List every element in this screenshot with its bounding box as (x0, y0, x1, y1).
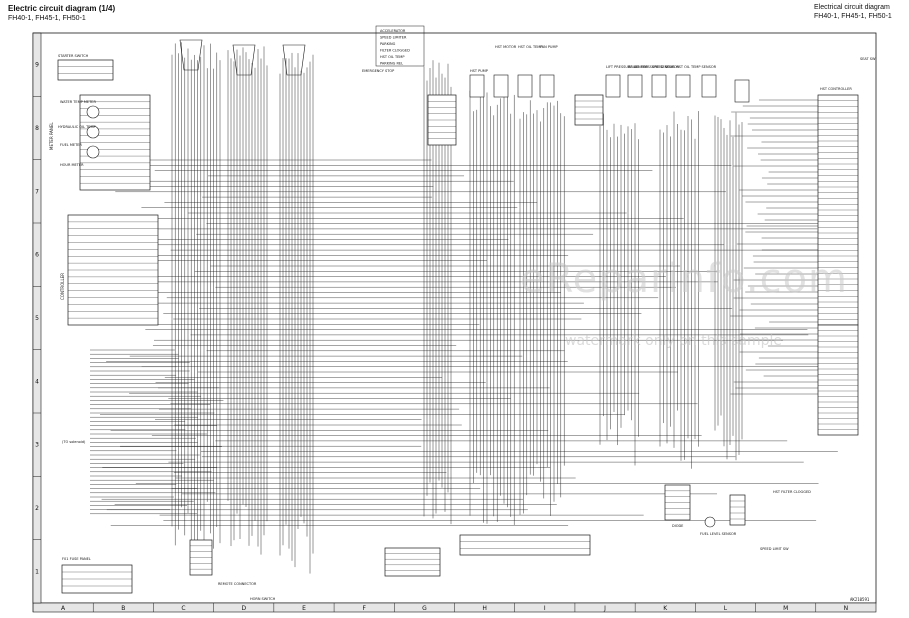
sensor-symbol (651, 74, 667, 98)
legend-item: FILTER CLOGGED (380, 49, 410, 53)
watermark-subtext: watermark only on this sample (565, 333, 783, 349)
fuel-sensor-symbol (704, 516, 716, 528)
component-blocks (57, 39, 859, 594)
label-hst-motor: HST MOTOR (495, 45, 517, 49)
valve-block (574, 94, 604, 126)
label-hst-pump: HST PUMP (470, 69, 488, 73)
sensor-symbol (701, 74, 717, 98)
column-label: C (181, 605, 185, 612)
main-connector-block (459, 534, 591, 556)
column-label: L (724, 605, 728, 612)
label-f01-fuse-panel: F01 FUSE PANEL (62, 557, 91, 561)
label-fuel-level-sensor: FUEL LEVEL SENSOR (700, 532, 737, 536)
label-speed-sensor: SPEED SENSOR (652, 65, 680, 69)
page-title: Electric circuit diagram (1/4) (8, 4, 116, 13)
column-label: E (302, 605, 306, 612)
label-hst-filter-clogged: HST FILTER CLOGGED (773, 490, 811, 494)
row-label: 5 (35, 315, 39, 322)
sensor-symbol (734, 79, 750, 103)
label-fuel-meter: FUEL METER (60, 143, 82, 147)
label-remote-connector: REMOTE CONNECTOR (218, 582, 257, 586)
page-title-right: Electrical circuit diagram (814, 4, 890, 11)
label-lift-pressure-sensor: LIFT PRESSURE SENSOR (606, 65, 649, 69)
sensor-symbol (469, 74, 485, 98)
column-label: K (663, 605, 668, 612)
column-label: D (241, 605, 246, 612)
label-water-temp-meter: WATER TEMP METER (60, 100, 96, 104)
row-label: 2 (35, 505, 39, 512)
model-subtitle-right: FH40-1, FH45-1, FH50-1 (814, 13, 892, 20)
legend-item: ACCELERATOR (380, 29, 406, 33)
label-hst-oil-temp-sensor: HST OIL TEMP SENSOR (676, 65, 717, 69)
label-starter-switch: STARTER SWITCH (58, 54, 89, 58)
label-emergency-stop: EMERGENCY STOP (362, 69, 394, 73)
label-hst-oil-temp: HST OIL TEMP (518, 45, 542, 49)
gauge-symbol (86, 105, 100, 119)
sensor-symbol (517, 74, 533, 98)
row-label: 7 (35, 188, 39, 195)
harness-fan (282, 44, 306, 76)
sensor-symbol (627, 74, 643, 98)
row-label: 3 (35, 442, 39, 449)
label-controller: CONTROLLER (60, 273, 65, 300)
column-label: J (603, 605, 606, 612)
column-label: F (362, 605, 366, 612)
row-label: 1 (35, 568, 39, 575)
label-horn-switch: HORN SWITCH (250, 597, 276, 601)
gauge-symbol (86, 145, 100, 159)
row-label: 9 (35, 62, 39, 69)
harness-fan (179, 39, 203, 71)
sensor-symbol (675, 74, 691, 98)
label-hydraulic-oil-temp: HYDRAULIC OIL TEMP (58, 125, 96, 129)
sensor-symbol (539, 74, 555, 98)
column-label: A (61, 605, 66, 612)
label-fan-pump: FAN PUMP (540, 45, 558, 49)
legend-item: PARKING REL (380, 62, 403, 66)
legend-item: HST OIL TEMP (380, 55, 404, 59)
legend-box (375, 25, 425, 67)
row-label: 8 (35, 125, 39, 132)
document-code: AK210591 (850, 597, 870, 602)
label-hour-meter: HOUR METER (60, 163, 84, 167)
column-label: N (844, 605, 849, 612)
label-in-to-solenoid: (TO solenoid) (62, 440, 86, 444)
sensor-symbol (493, 74, 509, 98)
sensor-symbol (605, 74, 621, 98)
gauge-symbol (86, 125, 100, 139)
column-label: B (121, 605, 125, 612)
connector-block-g (384, 547, 441, 577)
wire-network (90, 42, 838, 574)
column-label: I (544, 605, 546, 612)
column-label: G (422, 605, 427, 612)
label-hst-controller: HST CONTROLLER (820, 87, 852, 91)
column-label: H (482, 605, 487, 612)
row-label: 6 (35, 252, 39, 259)
legend-item: SPEED LIMITER (380, 36, 407, 40)
component-labels: STARTER SWITCH WATER TEMP METER HYDRAULIC … (49, 25, 876, 601)
label-diode: DIODE (672, 524, 683, 528)
label-speed-limit-sw: SPEED LIMIT SW (760, 547, 789, 551)
label-seat-sw: SEAT SW (860, 57, 876, 61)
row-label: 4 (35, 378, 39, 385)
legend-item: PARKING (380, 42, 396, 46)
starter-switch-block (57, 59, 114, 81)
fuel-level-block (729, 494, 746, 526)
column-label: M (783, 605, 788, 612)
model-subtitle: FH40-1, FH45-1, FH50-1 (8, 15, 86, 22)
harness-fan (232, 44, 256, 76)
watermark-text: eReparinfo.com (520, 256, 849, 302)
grid-frame: A B C D E F G H I J K L M N 9 8 7 6 5 4 3 2 1 (32, 32, 877, 613)
label-meter-panel: METER PANEL (49, 122, 54, 150)
label-brake-pressure-sensor: BRAKE PRESSURE SENSOR (628, 65, 675, 69)
